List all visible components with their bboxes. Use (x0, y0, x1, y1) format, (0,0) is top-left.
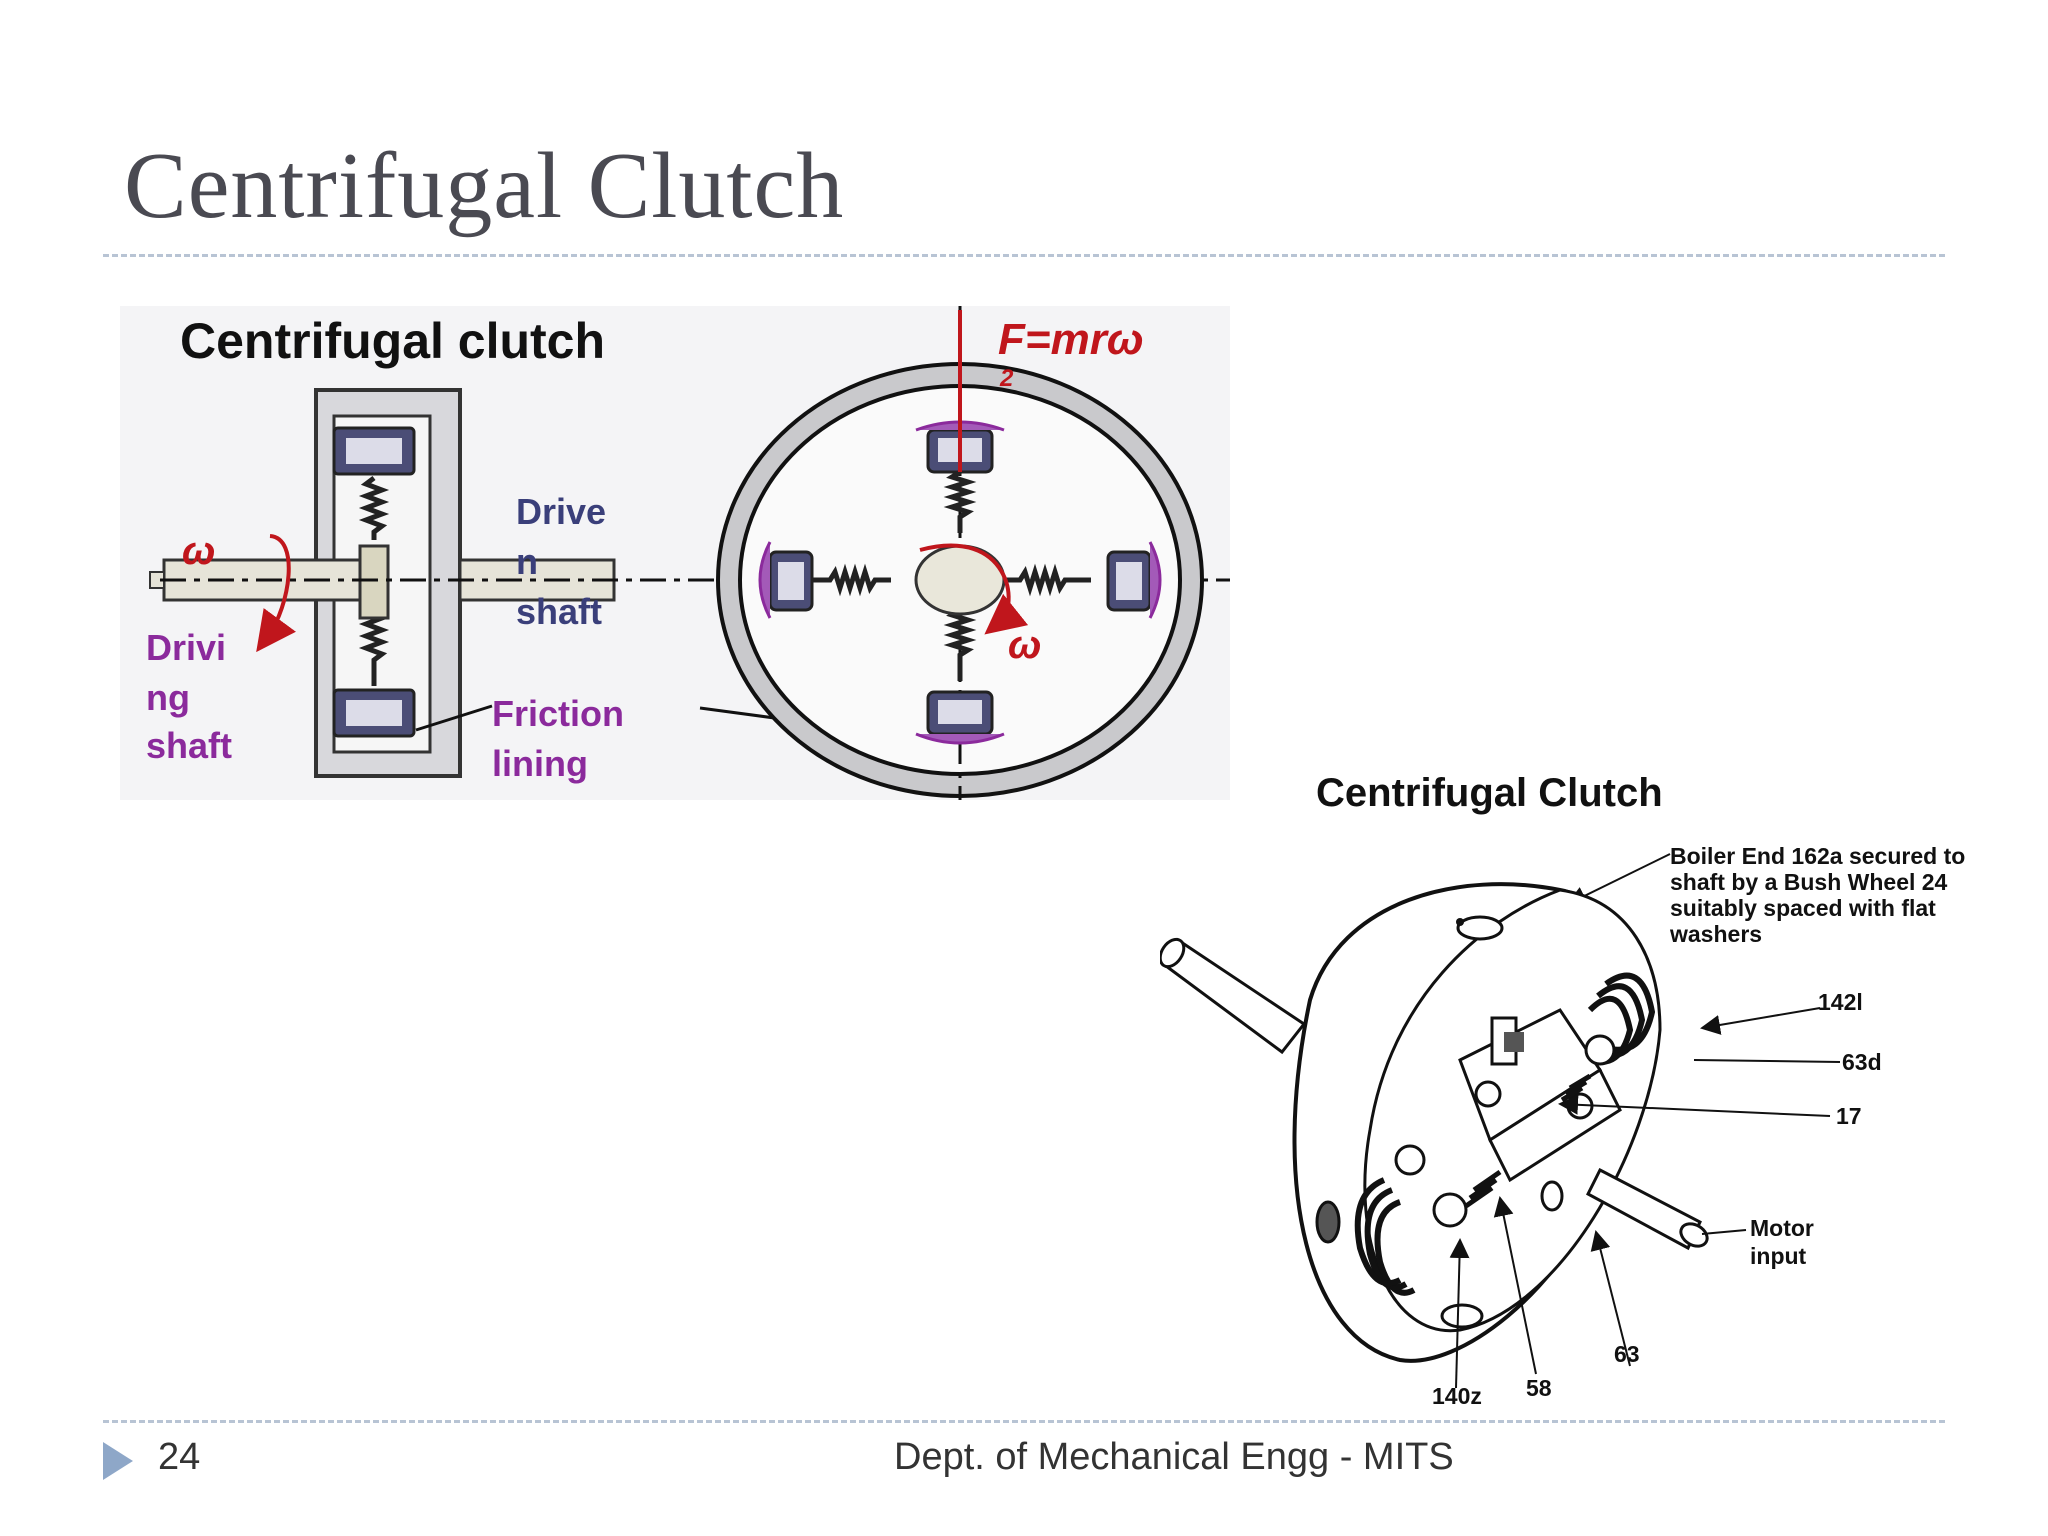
page-number: 24 (158, 1436, 201, 1478)
svg-text:Motor: Motor (1750, 1215, 1814, 1241)
boiler-end-note: Boiler End 162a secured to shaft by a Bu… (1566, 843, 1965, 947)
footer-divider (103, 1420, 1945, 1423)
svg-text:Friction: Friction (492, 693, 624, 734)
label-17: 17 (1836, 1103, 1862, 1129)
hub (358, 544, 390, 620)
motor-input-shaft (1586, 1167, 1709, 1251)
label-63: 63 (1614, 1341, 1640, 1367)
label-140z: 140z (1432, 1383, 1482, 1409)
force-formula-exponent: 2 (999, 365, 1014, 392)
leader-lines (1449, 1007, 1841, 1389)
label-63d: 63d (1842, 1049, 1882, 1075)
label-motor-input: Motor input (1750, 1215, 1814, 1269)
svg-text:Drive: Drive (516, 491, 606, 532)
force-formula: F=mrω (998, 315, 1144, 364)
omega-right: ω (1008, 623, 1041, 667)
footer-department: Dept. of Mechanical Engg - MITS (894, 1436, 1454, 1478)
label-142l: 142l (1818, 989, 1863, 1015)
svg-text:Drivi: Drivi (146, 627, 226, 668)
svg-text:Boiler End 162a secured to: Boiler End 162a secured to (1670, 843, 1965, 869)
svg-text:shaft by a Bush Wheel 24: shaft by a Bush Wheel 24 (1670, 869, 1948, 895)
svg-text:washers: washers (1669, 921, 1762, 947)
driving-shaft-label: Drivi ng shaft (146, 627, 232, 766)
svg-text:input: input (1750, 1243, 1807, 1269)
svg-text:shaft: shaft (146, 725, 232, 766)
svg-text:suitably spaced with flat: suitably spaced with flat (1670, 895, 1936, 921)
label-58: 58 (1526, 1375, 1552, 1401)
figure-heading: Centrifugal clutch (180, 313, 605, 369)
centrifugal-clutch-isometric: Centrifugal Clutch Boiler End 162a secur… (1160, 771, 1965, 1409)
rotation-arrow-left (256, 534, 296, 653)
inner-hub (1394, 1008, 1622, 1228)
slide-title: Centrifugal Clutch (124, 134, 845, 238)
centrifugal-clutch-schematic: Centrifugal clutch (120, 306, 1230, 800)
figure-heading-2: Centrifugal Clutch (1316, 771, 1663, 815)
play-triangle-icon (103, 1442, 133, 1480)
omega-left: ω (182, 529, 215, 573)
title-divider (103, 254, 1945, 257)
svg-text:shaft: shaft (516, 591, 602, 632)
output-shaft (1160, 937, 1307, 1055)
driven-shaft-label: Drive n shaft (516, 491, 606, 632)
clutch-drum (1292, 882, 1662, 1363)
svg-text:ng: ng (146, 677, 190, 718)
svg-text:n: n (516, 541, 538, 582)
svg-text:lining: lining (492, 743, 588, 784)
clutch-drum-side-view (314, 388, 462, 778)
spring-top (358, 476, 390, 540)
